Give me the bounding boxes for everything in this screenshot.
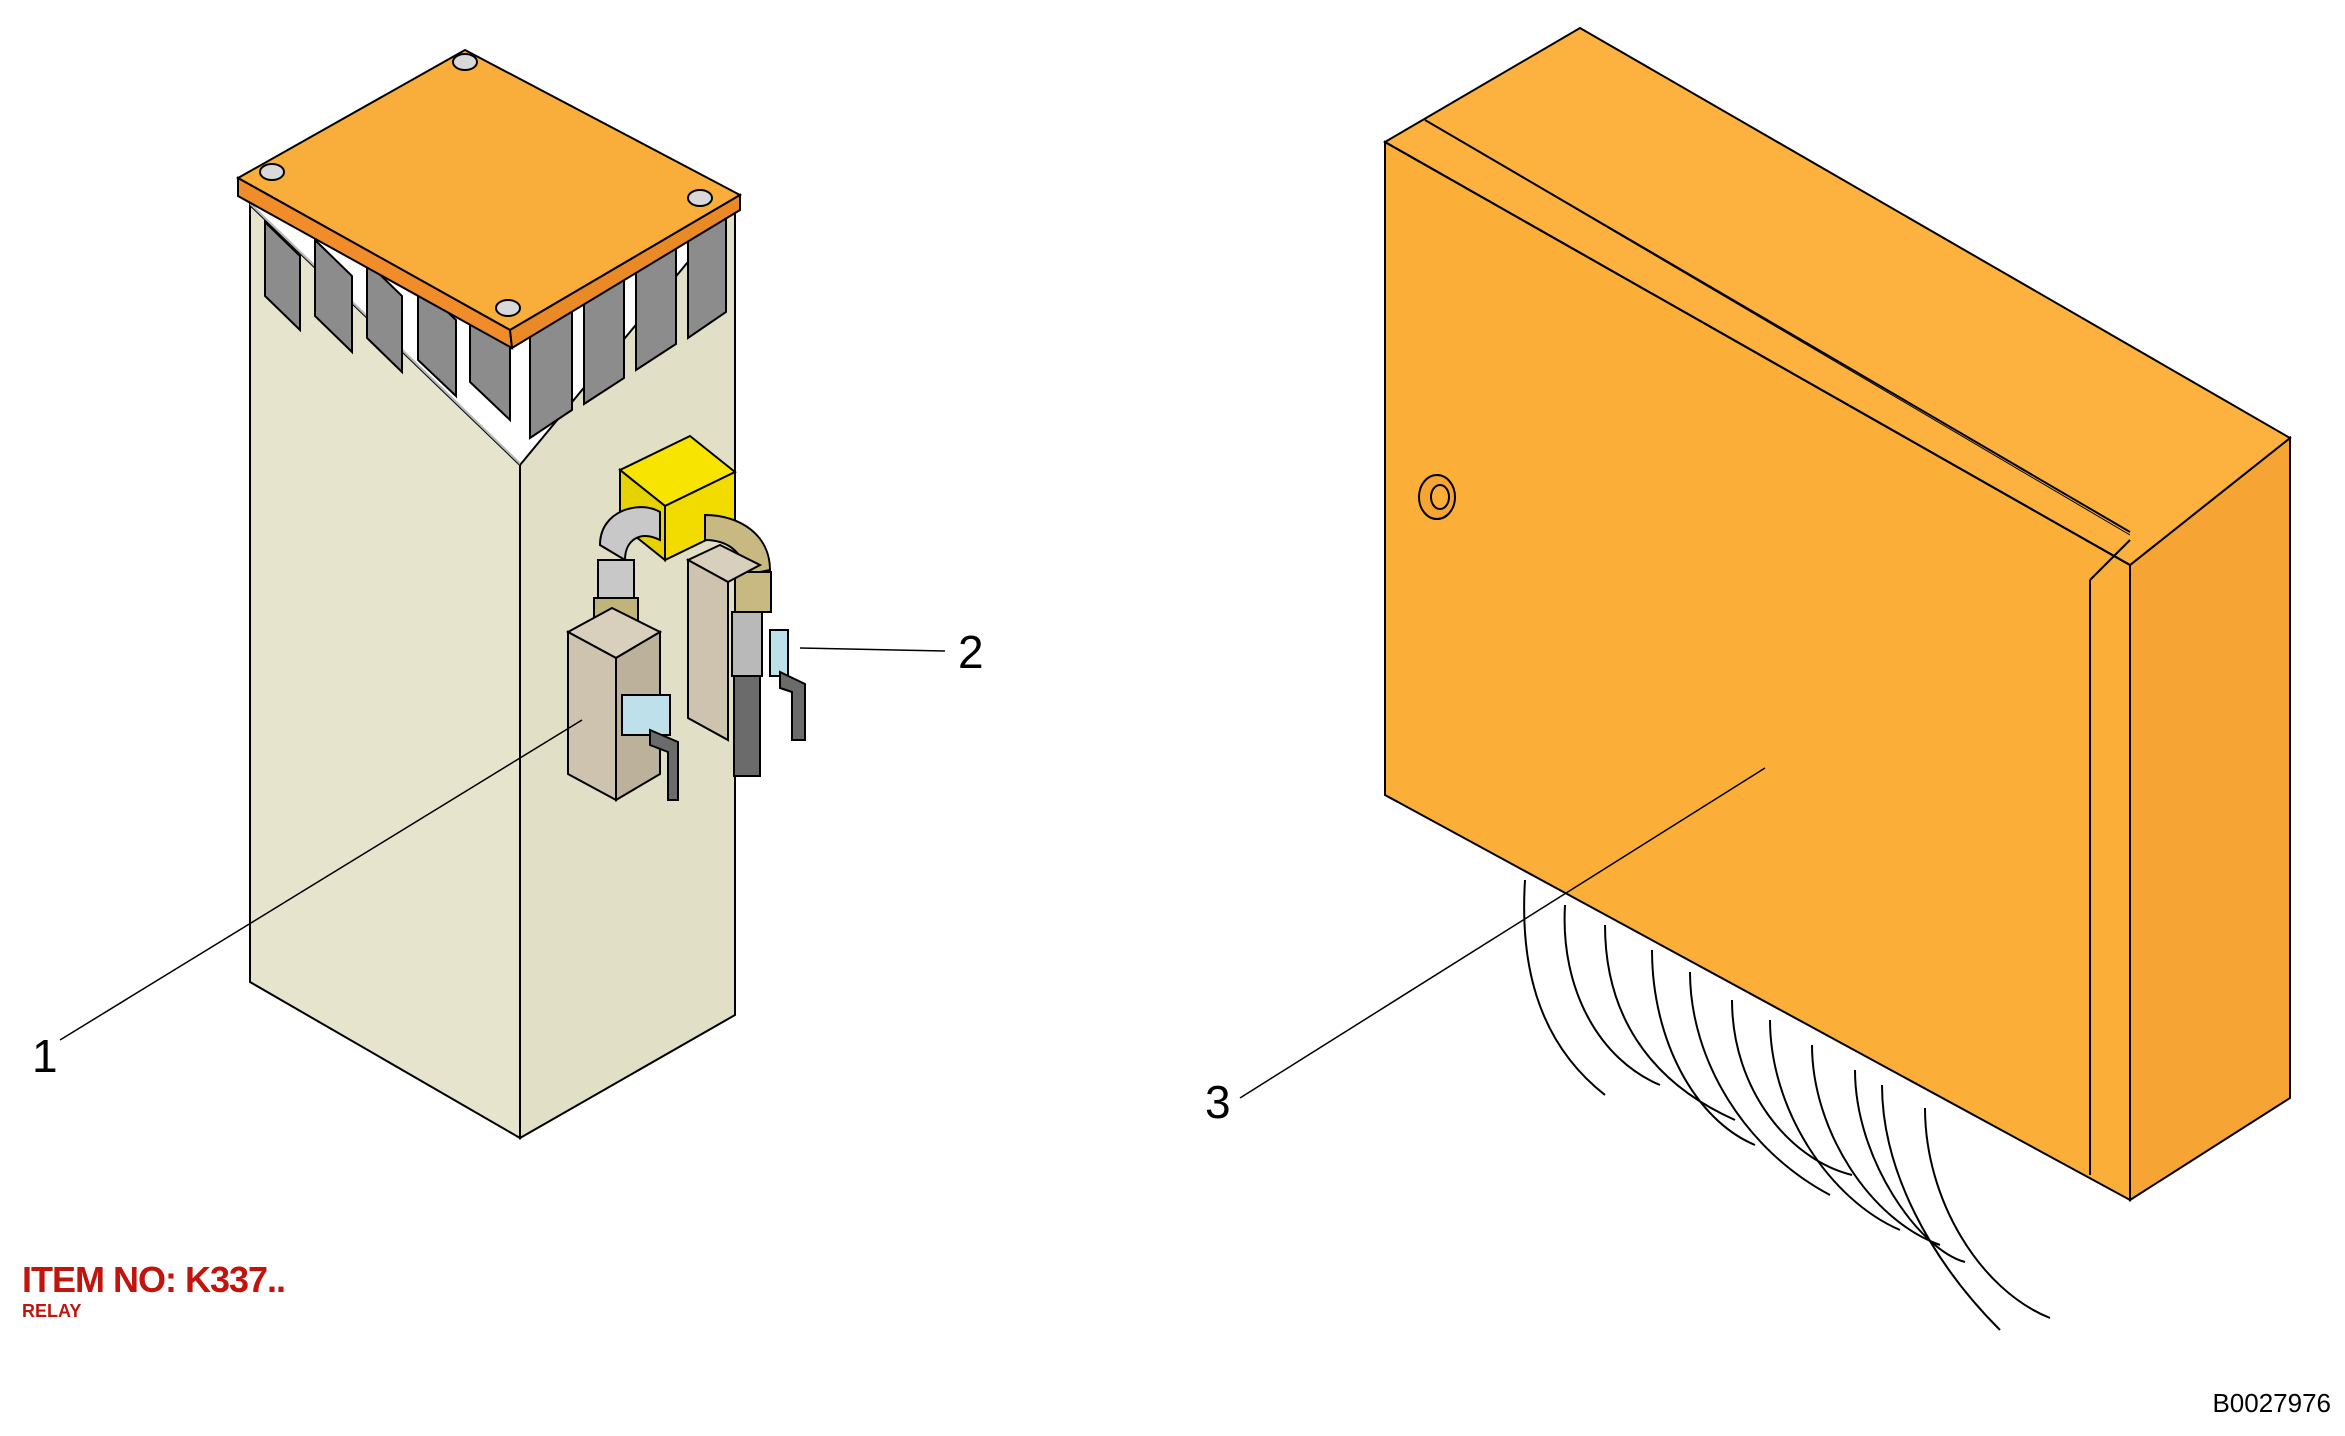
housing-lid-lip-right [508,193,741,350]
item-description-label: RELAY [22,1301,82,1321]
drawing-id: B0027976 [2212,1388,2331,1418]
callout-3: 3 [1205,1076,1231,1128]
cable-bundle [1523,879,2051,1331]
door-edge-top [1384,141,2131,566]
leader-line-1 [59,719,583,1041]
leader-lines [59,647,1766,1099]
door-side-edge-2 [2089,539,2131,581]
relay-box-side [2129,435,2291,1202]
vent-slots-right [529,202,727,440]
door-lock-icon [1418,474,1456,520]
lid-bolt-icons [259,53,713,317]
valve-housing-assembly [235,48,806,1140]
leader-line-2 [799,647,946,652]
relay-box-icon [1382,26,2292,1331]
leader-line-3 [1239,767,1766,1099]
door-inner-line-2 [1429,122,2131,536]
vent-slots-left [264,219,511,423]
callout-2: 2 [958,626,984,678]
item-number-label: ITEM NO: K337.. [22,1259,286,1300]
valve-assembly-icon [565,434,806,802]
callout-1: 1 [32,1030,58,1082]
